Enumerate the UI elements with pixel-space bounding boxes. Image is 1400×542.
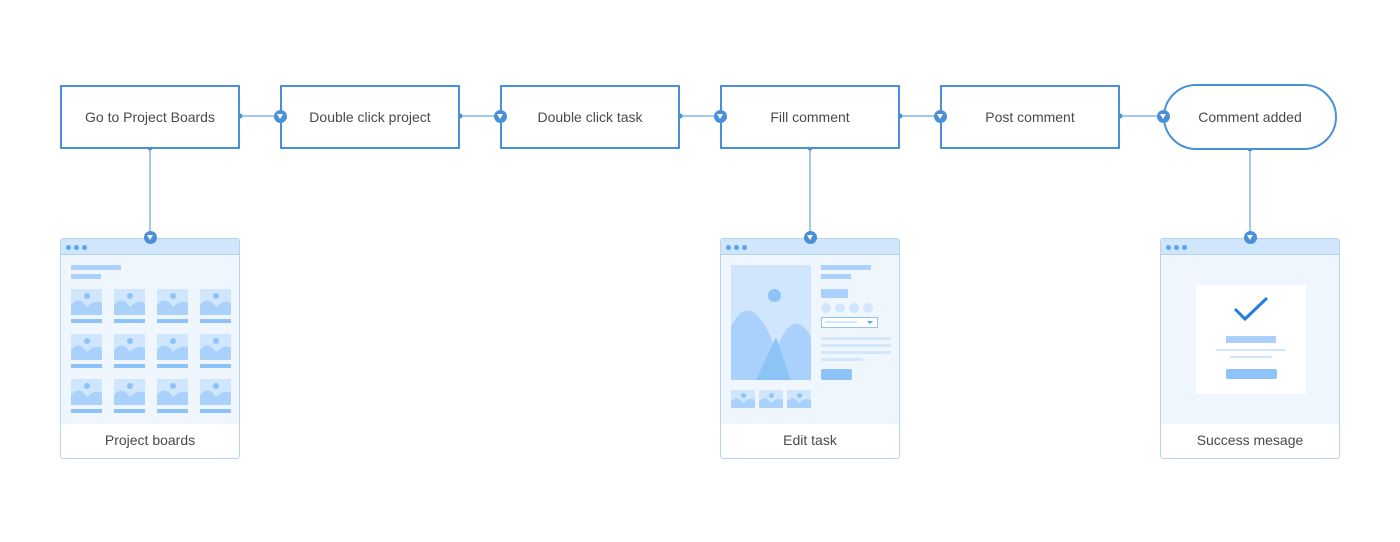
- step-double-click-task[interactable]: Double click task: [500, 85, 680, 149]
- window-titlebar: [1161, 239, 1339, 255]
- select-placeholder: [821, 317, 878, 328]
- thumbnail-label-placeholder: [200, 364, 231, 368]
- step-label: Double click project: [309, 109, 431, 125]
- image-placeholder-icon: [71, 289, 102, 315]
- window-titlebar: [61, 239, 239, 255]
- screen-body: [1161, 255, 1339, 424]
- window-dot-icon: [1166, 245, 1171, 250]
- message-title-placeholder: [1226, 336, 1276, 343]
- window-dot-icon: [1174, 245, 1179, 250]
- screen-edit-task[interactable]: Edit task: [720, 238, 900, 459]
- image-placeholder-icon: [114, 334, 145, 360]
- checkmark-icon: [1233, 296, 1269, 322]
- step-label: Fill comment: [770, 109, 850, 125]
- screen-caption: Success mesage: [1196, 432, 1304, 448]
- thumbnail-label-placeholder: [157, 364, 188, 368]
- image-placeholder-icon: [787, 390, 811, 408]
- title-placeholder: [821, 265, 871, 270]
- screen-project-boards[interactable]: Project boards: [60, 238, 240, 459]
- message-line-placeholder: [1230, 356, 1272, 358]
- image-placeholder-icon: [200, 334, 231, 360]
- screen-body: [61, 255, 239, 424]
- heading-placeholder: [71, 265, 121, 270]
- thumbnail-label-placeholder: [200, 409, 231, 413]
- connector-handle-icon[interactable]: [1243, 230, 1257, 244]
- option-swatch: [863, 303, 873, 313]
- window-dot-icon: [1182, 245, 1187, 250]
- image-placeholder-icon: [71, 334, 102, 360]
- image-placeholder-icon: [759, 390, 783, 408]
- button-placeholder: [821, 369, 852, 380]
- image-placeholder-icon: [200, 289, 231, 315]
- window-titlebar: [721, 239, 899, 255]
- image-placeholder-icon: [731, 265, 811, 380]
- option-swatch: [821, 303, 831, 313]
- thumbnail-label-placeholder: [71, 364, 102, 368]
- screen-caption: Project boards: [104, 432, 196, 448]
- image-placeholder-icon: [200, 379, 231, 405]
- success-card: [1196, 285, 1306, 394]
- price-placeholder: [821, 289, 848, 298]
- text-line-placeholder: [821, 337, 891, 340]
- image-placeholder-icon: [157, 289, 188, 315]
- window-dot-icon: [742, 245, 747, 250]
- image-placeholder-icon: [731, 390, 755, 408]
- window-dot-icon: [66, 245, 71, 250]
- step-comment-added[interactable]: Comment added: [1163, 84, 1337, 150]
- screen-body: [721, 255, 899, 424]
- text-line-placeholder: [821, 344, 891, 347]
- step-label: Comment added: [1198, 109, 1302, 125]
- step-label: Post comment: [985, 109, 1075, 125]
- button-placeholder: [1226, 369, 1277, 379]
- image-placeholder-icon: [157, 334, 188, 360]
- text-line-placeholder: [821, 358, 863, 361]
- text-line-placeholder: [821, 351, 891, 354]
- step-fill-comment[interactable]: Fill comment: [720, 85, 900, 149]
- subheading-placeholder: [71, 274, 101, 279]
- chevron-down-icon: [867, 321, 873, 324]
- connector-handle-icon[interactable]: [803, 230, 817, 244]
- step-go-to-project-boards[interactable]: Go to Project Boards: [60, 85, 240, 149]
- window-dot-icon: [726, 245, 731, 250]
- connector-handle-icon[interactable]: [933, 109, 947, 123]
- option-swatch: [835, 303, 845, 313]
- thumbnail-label-placeholder: [114, 364, 145, 368]
- connector-handle-icon[interactable]: [143, 230, 157, 244]
- connector-handle-icon[interactable]: [713, 109, 727, 123]
- thumbnail-label-placeholder: [114, 409, 145, 413]
- window-dot-icon: [734, 245, 739, 250]
- connector-handle-icon[interactable]: [273, 109, 287, 123]
- connector-handle-icon[interactable]: [493, 109, 507, 123]
- subtitle-placeholder: [821, 274, 851, 279]
- option-swatch: [849, 303, 859, 313]
- step-double-click-project[interactable]: Double click project: [280, 85, 460, 149]
- screen-caption: Edit task: [783, 432, 837, 448]
- thumbnail-label-placeholder: [71, 319, 102, 323]
- thumbnail-label-placeholder: [114, 319, 145, 323]
- step-label: Double click task: [537, 109, 643, 125]
- window-dot-icon: [74, 245, 79, 250]
- image-placeholder-icon: [71, 379, 102, 405]
- image-placeholder-icon: [114, 379, 145, 405]
- thumbnail-label-placeholder: [200, 319, 231, 323]
- thumbnail-label-placeholder: [157, 409, 188, 413]
- image-placeholder-icon: [157, 379, 188, 405]
- step-label: Go to Project Boards: [85, 109, 215, 125]
- window-dot-icon: [82, 245, 87, 250]
- thumbnail-label-placeholder: [157, 319, 188, 323]
- message-line-placeholder: [1216, 349, 1286, 351]
- image-placeholder-icon: [114, 289, 145, 315]
- step-post-comment[interactable]: Post comment: [940, 85, 1120, 149]
- thumbnail-label-placeholder: [71, 409, 102, 413]
- screen-success-message[interactable]: Success mesage: [1160, 238, 1340, 459]
- connector-handle-icon[interactable]: [1156, 109, 1170, 123]
